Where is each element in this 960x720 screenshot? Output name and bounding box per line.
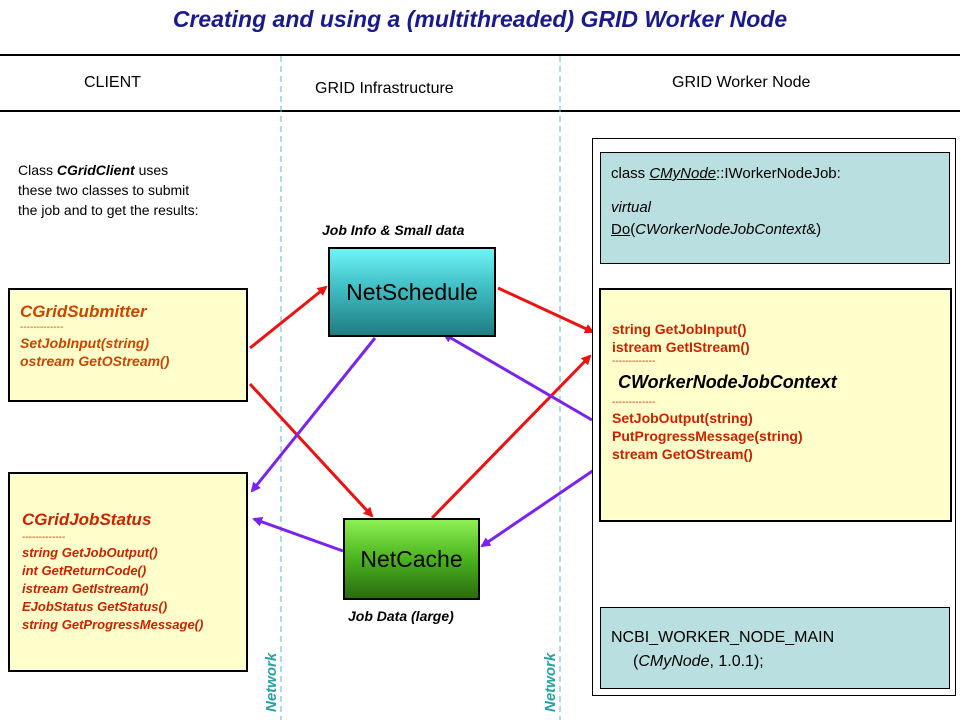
context-method: SetJobOutput(string) xyxy=(612,410,753,426)
mynode-line1-prefix: class xyxy=(611,165,650,182)
mynode-virtual: virtual xyxy=(611,199,652,216)
worker-main-box: NCBI_WORKER_NODE_MAIN (CMyNode, 1.0.1); xyxy=(600,607,950,689)
netcache-label: NetCache xyxy=(360,545,463,572)
arrow-netcache-to-context xyxy=(430,354,592,520)
client-note-line2: these two classes to submit xyxy=(18,182,190,198)
worker-context-box: string GetJobInput() istream GetIStream(… xyxy=(599,288,952,522)
context-method: string GetJobInput() xyxy=(612,321,747,337)
grid-submitter-method: ostream GetOStream() xyxy=(20,353,170,369)
network-label-right: Network xyxy=(542,652,559,712)
context-method: PutProgressMessage(string) xyxy=(612,428,803,444)
grid-job-status-method: istream GetIstream() xyxy=(22,581,149,596)
netcache-caption: Job Data (large) xyxy=(348,608,454,624)
worker-main-macro: NCBI_WORKER_NODE_MAIN xyxy=(611,629,835,646)
grid-submitter-box: CGridSubmitter ------------- SetJobInput… xyxy=(8,288,248,402)
arrow-submitter-to-netcache xyxy=(248,382,374,518)
client-note: Class CGridClient uses these two classes… xyxy=(18,160,199,220)
arrow-netcache-to-jobstatus xyxy=(252,517,344,553)
page-title: Creating and using a (multithreaded) GRI… xyxy=(172,6,788,32)
client-note-suffix: uses xyxy=(134,162,169,178)
grid-job-status-box: CGridJobStatus ------------- string GetJ… xyxy=(8,472,248,672)
netschedule-caption: Job Info & Small data xyxy=(322,222,465,238)
worker-main-version: , 1.0.1); xyxy=(709,653,764,670)
context-method: istream GetIStream() xyxy=(612,339,750,355)
column-grid-worker-node: GRID Worker Node xyxy=(672,74,811,91)
mynode-context-ref: CWorkerNodeJobContext xyxy=(635,221,807,238)
arrow-netschedule-to-jobstatus xyxy=(250,337,377,493)
arrow-context-to-netcache xyxy=(480,468,595,548)
grid-job-status-method: int GetReturnCode() xyxy=(22,563,147,578)
context-separator: ------------- xyxy=(612,356,656,367)
grid-submitter-separator: ------------- xyxy=(20,322,64,333)
arrow-netschedule-to-context xyxy=(497,286,595,334)
column-client: CLIENT xyxy=(84,74,141,91)
grid-submitter-method: SetJobInput(string) xyxy=(20,335,150,351)
mynode-line1-suffix: ::IWorkerNodeJob: xyxy=(716,165,841,182)
mynode-paren-close: &) xyxy=(806,221,822,238)
worker-main-class: CMyNode xyxy=(638,653,710,670)
client-note-class: CGridClient xyxy=(56,162,135,178)
mynode-class-box: class CMyNode::IWorkerNodeJob: virtual D… xyxy=(600,152,950,264)
arrow-context-to-netschedule xyxy=(442,332,593,422)
arrow-submitter-to-netschedule xyxy=(249,285,328,350)
grid-job-status-method: EJobStatus GetStatus() xyxy=(22,599,168,614)
client-note-prefix: Class xyxy=(18,162,57,178)
column-grid-infrastructure: GRID Infrastructure xyxy=(315,80,454,97)
context-method: stream GetOStream() xyxy=(612,446,753,462)
header-rule-top xyxy=(0,54,960,56)
grid-submitter-title: CGridSubmitter xyxy=(20,302,147,321)
worker-main-paren: ( xyxy=(633,653,639,670)
grid-job-status-method: string GetJobOutput() xyxy=(22,545,158,560)
grid-job-status-method: string GetProgressMessage() xyxy=(22,617,204,632)
grid-job-status-separator: ------------- xyxy=(22,532,66,543)
context-class-title: CWorkerNodeJobContext xyxy=(618,372,837,392)
netschedule-node: NetSchedule xyxy=(328,247,496,337)
mynode-do-method: Do xyxy=(611,221,631,238)
mynode-class-name: CMyNode xyxy=(649,165,717,182)
mynode-paren-open: ( xyxy=(630,221,636,238)
netschedule-label: NetSchedule xyxy=(346,278,478,305)
network-label-left: Network xyxy=(263,652,280,712)
context-separator: ------------- xyxy=(612,397,656,408)
client-note-line3: the job and to get the results: xyxy=(18,202,199,218)
grid-job-status-title: CGridJobStatus xyxy=(22,510,152,529)
netcache-node: NetCache xyxy=(343,518,480,600)
header-rule-bottom xyxy=(0,110,960,112)
